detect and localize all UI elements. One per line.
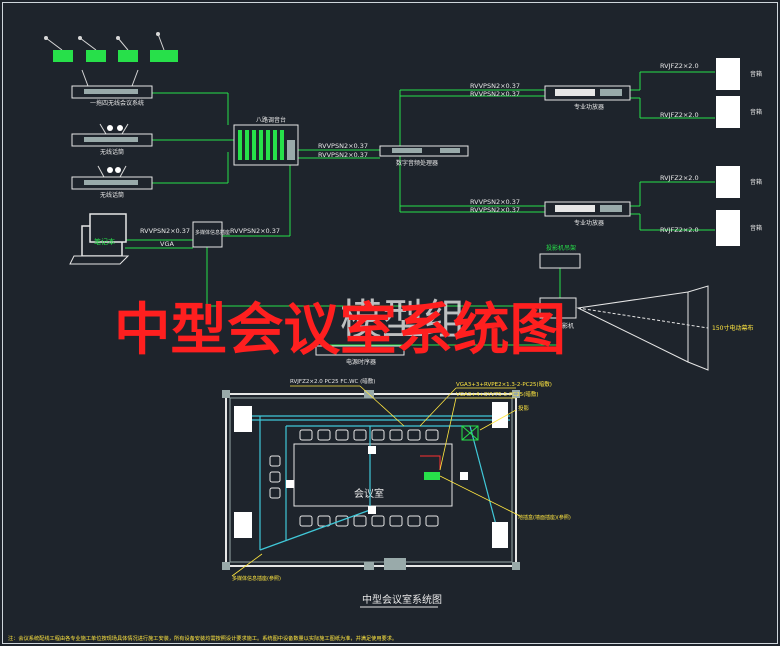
- callout-text: VGA3+3+RVPE2×1.3-2-PC25(暗敷): [456, 380, 552, 388]
- chair-row: [269, 429, 439, 527]
- callout-text: RVJFZ2×2.0 PC25 FC.WC (暗敷): [290, 377, 375, 385]
- callout-text: 地插盒(墙面插座)(参照): [518, 514, 571, 521]
- floor-plan: 会议室: [222, 377, 571, 582]
- device-label: 音箱: [750, 224, 762, 232]
- cable-labels: RVVPSN2×0.37 RVVPSN2×0.37 RVVPSN2×0.37 R…: [140, 62, 699, 248]
- device-label: 音箱: [750, 178, 762, 186]
- conference-mic-icon: [44, 36, 73, 62]
- conference-mic-icon: [116, 36, 138, 62]
- cable-label: RVVPSN2×0.37: [318, 151, 368, 159]
- laptop-icon: 笔记本: [69, 213, 130, 265]
- device-label: 电源时序器: [346, 358, 376, 366]
- device-label: 音箱: [750, 70, 762, 78]
- speaker-icon: 音箱: [716, 210, 762, 246]
- cable-label: RVVPSN2×0.37: [470, 90, 520, 98]
- handheld-receiver-2: 无线话筒: [71, 165, 153, 199]
- power-sequencer: 电源时序器: [315, 345, 405, 366]
- device-label: 音箱: [750, 108, 762, 116]
- speaker-icon: [492, 402, 508, 428]
- audio-mixer: 八路调音台: [233, 116, 299, 166]
- cable-label: RVVPSN2×0.37: [230, 227, 280, 235]
- cable-label: RVJFZ2×2.0: [660, 111, 699, 119]
- speaker-icon: [234, 512, 252, 538]
- power-amplifier-1: 专业功放器: [544, 85, 631, 111]
- room-label: 会议室: [354, 487, 384, 500]
- device-label: 笔记本: [94, 237, 115, 246]
- device-label: 数字音频处理器: [396, 159, 438, 167]
- projection-screen: 150寸电动幕布: [576, 285, 753, 371]
- cable-label: RVJFZ2×2.0: [660, 174, 699, 182]
- audio-processor: 数字音频处理器: [379, 145, 469, 167]
- wireless-receiver: 一拖四无线会议系统: [71, 69, 153, 107]
- projector-icon: 投影机: [539, 297, 577, 330]
- plan-title: 中型会议室系统图: [362, 593, 442, 606]
- projector-mount: 投影机吊架: [539, 244, 581, 269]
- watermark: 模型组: [340, 295, 466, 344]
- conference-mic-group: [44, 32, 178, 62]
- cable-label: RVVPSN2×0.37: [470, 82, 520, 90]
- device-label: 无线话筒: [100, 148, 124, 156]
- speaker-icon: 音箱: [716, 96, 762, 128]
- device-label: 投影机: [556, 322, 574, 330]
- callout-text: 多媒体信息插座(参照): [232, 575, 281, 582]
- device-label: 投影机吊架: [546, 244, 576, 252]
- cable-label: VGA: [160, 240, 174, 248]
- device-label: 专业功放器: [574, 103, 604, 111]
- device-label: 专业功放器: [574, 219, 604, 227]
- cable-label: RVVPSN2×0.37: [470, 206, 520, 214]
- callout-text: 投影: [518, 404, 530, 412]
- conference-mic-icon: [150, 32, 178, 62]
- speaker-icon: [234, 406, 252, 432]
- footnote: 注：会议系统配线工程由各专业施工单位按现场具体情况进行施工安装，所有设备安装均需…: [8, 634, 397, 642]
- callout-text: VGA3+4+SYV75-5-PC25(暗敷): [456, 390, 539, 398]
- device-label: 多媒体信息插座: [195, 229, 230, 236]
- overlay-title: 中型会议室系统图: [114, 298, 566, 363]
- cable-label: RVJFZ2×2.0: [660, 62, 699, 70]
- handheld-receiver-1: 无线话筒: [71, 123, 153, 156]
- signal-wires: [125, 71, 715, 346]
- cable-label: RVVPSN2×0.37: [470, 198, 520, 206]
- conference-mic-icon: [78, 36, 106, 62]
- speaker-icon: 音箱: [716, 58, 762, 90]
- device-label: 一拖四无线会议系统: [90, 99, 144, 107]
- power-amplifier-2: 专业功放器: [544, 201, 631, 227]
- speaker-icon: 音箱: [716, 166, 762, 198]
- device-label: 150寸电动幕布: [712, 324, 753, 332]
- cable-label: RVJFZ2×2.0: [660, 226, 699, 234]
- device-label: 八路调音台: [256, 116, 286, 124]
- media-switcher: 多媒体信息插座: [192, 221, 230, 248]
- speaker-icon: [492, 522, 508, 548]
- cable-label: RVVPSN2×0.37: [318, 142, 368, 150]
- device-label: 无线话筒: [100, 191, 124, 199]
- cable-label: RVVPSN2×0.37: [140, 227, 190, 235]
